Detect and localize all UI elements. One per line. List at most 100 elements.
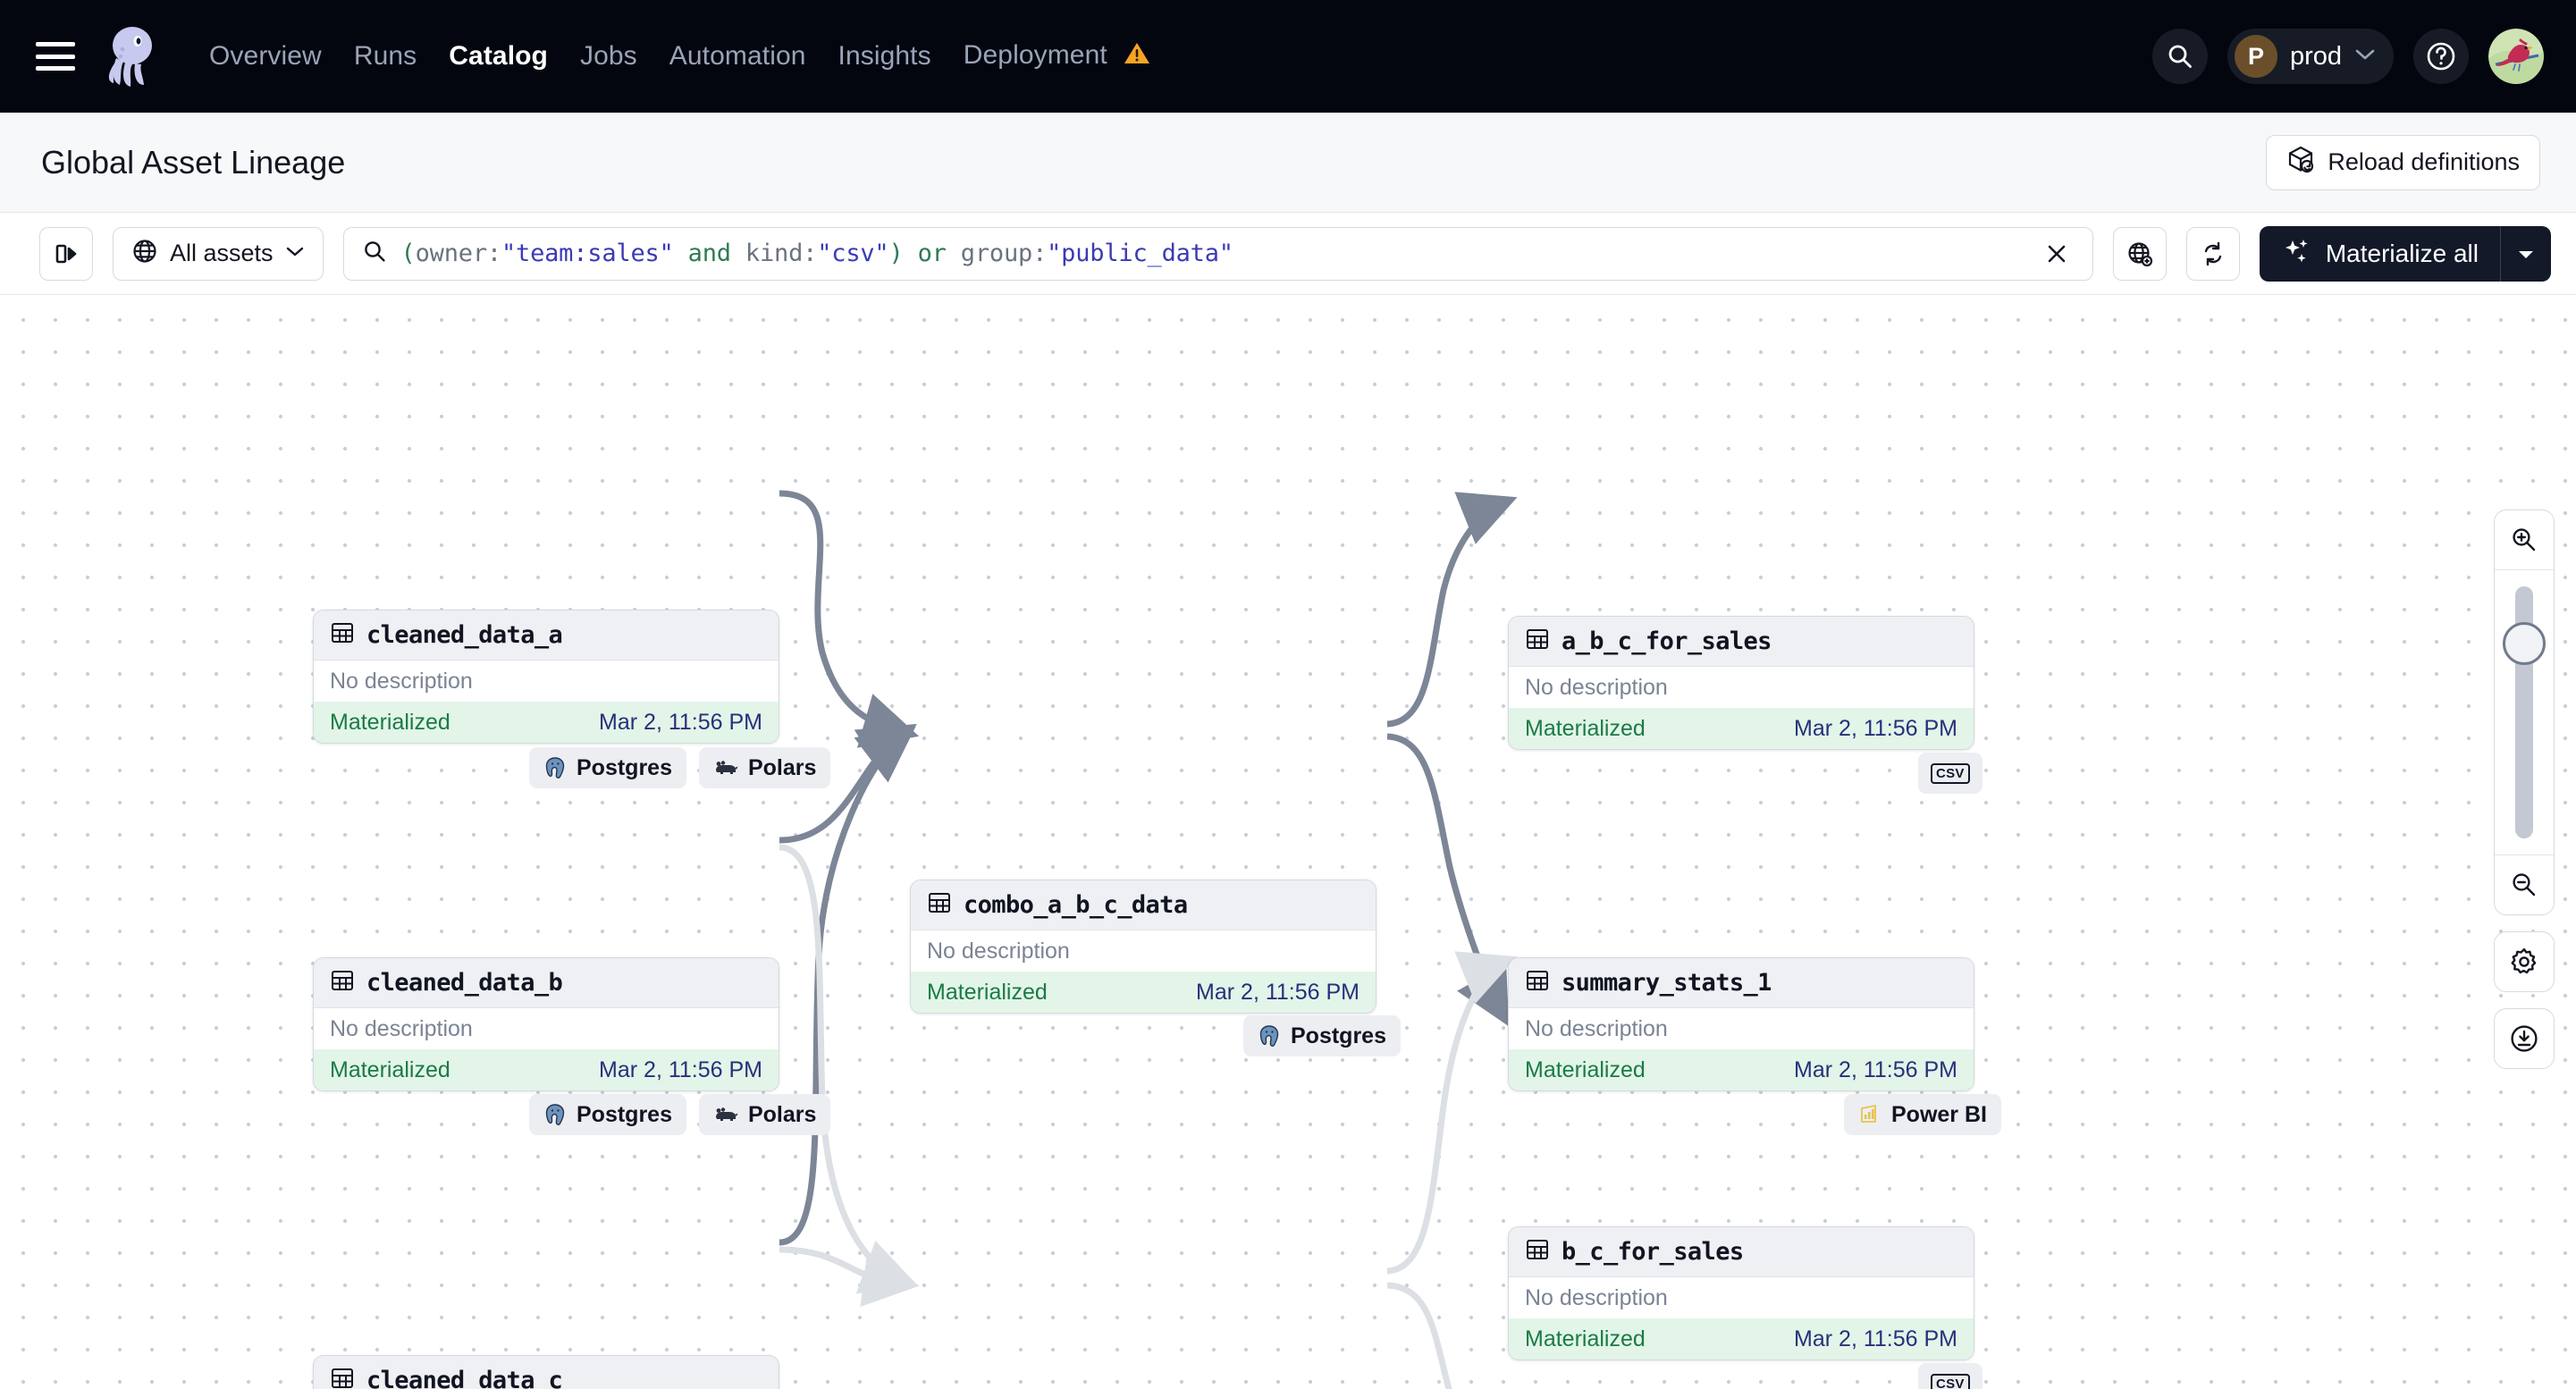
asset-node-header: cleaned_data_b	[314, 958, 779, 1008]
asset-node-header: summary_stats_1	[1509, 958, 1974, 1008]
table-grid-icon	[330, 1366, 355, 1389]
reload-definitions-button[interactable]: Reload definitions	[2266, 134, 2540, 190]
nav-link-runs[interactable]: Runs	[353, 41, 417, 71]
lineage-canvas[interactable]: cleaned_data_a No description Materializ…	[0, 295, 2576, 1389]
materialize-all-main[interactable]: Materialize all	[2260, 226, 2500, 282]
tag-csv[interactable]: CSV	[1918, 1363, 1983, 1389]
close-x-icon[interactable]	[2037, 234, 2076, 274]
lineage-toolbar: All assets (owner:"team:sales" and kind:…	[0, 213, 2576, 295]
search-icon	[362, 239, 387, 268]
status-badge: Materialized	[1525, 1056, 1646, 1082]
asset-node-description: No description	[314, 661, 779, 702]
asset-scope-selector[interactable]: All assets	[113, 226, 324, 281]
status-badge: Materialized	[330, 709, 450, 735]
zoom-slider[interactable]	[2495, 570, 2554, 854]
warning-triangle-icon	[1124, 41, 1150, 72]
query-token-12: "public_data"	[1047, 240, 1233, 267]
tag-label: Postgres	[1291, 1023, 1386, 1048]
asset-node-status: Materialized Mar 2, 11:56 PM	[1509, 1049, 1974, 1090]
help-circle-icon[interactable]	[2413, 29, 2469, 84]
deployment-selector[interactable]: P prod	[2227, 29, 2394, 84]
zoom-in-icon[interactable]	[2495, 510, 2554, 569]
primary-nav-links: Overview Runs Catalog Jobs Automation In…	[193, 31, 1166, 81]
tag-postgres[interactable]: Postgres	[529, 1094, 686, 1135]
chevron-down-icon	[285, 245, 305, 262]
nav-link-overview[interactable]: Overview	[209, 41, 322, 71]
table-grid-icon	[330, 968, 355, 998]
zoom-divider-top	[2495, 569, 2554, 570]
deployment-avatar: P	[2234, 35, 2277, 78]
tag-label: Power BI	[1891, 1101, 1987, 1127]
query-token-11: :	[1032, 240, 1048, 267]
asset-node-summary_stats_1[interactable]: summary_stats_1 No description Materiali…	[1508, 957, 1974, 1091]
status-timestamp: Mar 2, 11:56 PM	[1794, 715, 1957, 741]
asset-node-header: a_b_c_for_sales	[1509, 617, 1974, 667]
asset-node-cleaned_data_a[interactable]: cleaned_data_a No description Materializ…	[313, 610, 779, 744]
nav-link-jobs[interactable]: Jobs	[579, 41, 637, 71]
globe-add-icon[interactable]	[2112, 226, 2167, 281]
asset-node-title: combo_a_b_c_data	[964, 891, 1188, 919]
nav-link-deployment[interactable]: Deployment	[947, 31, 1167, 81]
search-icon[interactable]	[2151, 29, 2208, 84]
asset-node-description: No description	[1509, 1277, 1974, 1318]
asset-node-a_b_c_for_sales[interactable]: a_b_c_for_sales No description Materiali…	[1508, 616, 1974, 750]
zoom-out-icon[interactable]	[2495, 855, 2554, 914]
tag-polars[interactable]: Polars	[698, 1094, 831, 1135]
table-grid-icon	[1525, 627, 1550, 656]
asset-node-title: cleaned_data_c	[366, 1367, 563, 1389]
asset-node-title: summary_stats_1	[1562, 969, 1772, 997]
asset-search-query[interactable]: (owner:"team:sales" and kind:"csv") or g…	[401, 240, 2023, 267]
tag-csv[interactable]: CSV	[1918, 753, 1983, 794]
asset-node-cleaned_data_c[interactable]: cleaned_data_c No description Materializ…	[313, 1355, 779, 1389]
globe-icon	[131, 238, 158, 269]
query-token-9: or	[903, 240, 961, 267]
query-token-5: kind	[745, 240, 804, 267]
powerbi-icon	[1861, 1105, 1876, 1123]
nav-link-insights[interactable]: Insights	[838, 41, 931, 71]
asset-node-status: Materialized Mar 2, 11:56 PM	[1509, 1318, 1974, 1360]
query-token-8: )	[888, 240, 904, 267]
download-circle-icon[interactable]	[2494, 1008, 2555, 1069]
postgres-elephant-icon	[545, 1104, 565, 1125]
gear-icon[interactable]	[2494, 931, 2555, 992]
expand-panel-icon[interactable]	[39, 226, 93, 281]
nav-link-automation[interactable]: Automation	[669, 41, 806, 71]
asset-node-status: Materialized Mar 2, 11:56 PM	[911, 972, 1376, 1013]
nav-right-cluster: P prod	[2151, 29, 2544, 84]
asset-node-cleaned_data_b[interactable]: cleaned_data_b No description Materializ…	[313, 957, 779, 1091]
query-token-3: "team:sales"	[501, 240, 674, 267]
asset-node-tags-cleaned_data_b: Postgres Polars	[529, 1094, 831, 1135]
asset-node-description: No description	[911, 930, 1376, 972]
user-avatar[interactable]	[2488, 29, 2544, 84]
tag-powerbi[interactable]: Power BI	[1844, 1094, 2001, 1135]
asset-search-box[interactable]: (owner:"team:sales" and kind:"csv") or g…	[342, 226, 2093, 281]
asset-node-b_c_for_sales[interactable]: b_c_for_sales No description Materialize…	[1508, 1226, 1974, 1360]
caret-down-icon[interactable]	[2501, 226, 2551, 282]
status-badge: Materialized	[330, 1056, 450, 1082]
table-grid-icon	[1525, 1237, 1550, 1267]
asset-node-tags-a_b_c_for_sales: CSV	[1918, 753, 1983, 794]
asset-node-title: cleaned_data_b	[366, 969, 563, 997]
asset-node-header: b_c_for_sales	[1509, 1227, 1974, 1277]
tag-postgres[interactable]: Postgres	[529, 747, 686, 788]
hamburger-menu-icon[interactable]	[36, 42, 75, 71]
nav-link-catalog[interactable]: Catalog	[449, 41, 548, 71]
asset-node-tags-cleaned_data_a: Postgres Polars	[529, 747, 831, 788]
tag-label: Postgres	[577, 754, 672, 780]
asset-node-combo_a_b_c_data[interactable]: combo_a_b_c_data No description Material…	[910, 880, 1376, 1014]
materialize-all-button[interactable]: Materialize all	[2259, 225, 2551, 282]
refresh-icon[interactable]	[2185, 226, 2240, 281]
asset-node-description: No description	[1509, 667, 1974, 708]
tag-postgres[interactable]: Postgres	[1243, 1015, 1401, 1056]
query-token-1: owner	[415, 240, 487, 267]
materialize-all-label: Materialize all	[2325, 239, 2479, 267]
asset-node-status: Materialized Mar 2, 11:56 PM	[314, 702, 779, 743]
query-token-4: and	[673, 240, 745, 267]
asset-node-description: No description	[1509, 1008, 1974, 1049]
status-timestamp: Mar 2, 11:56 PM	[599, 709, 762, 735]
dagster-logo[interactable]	[98, 22, 166, 90]
asset-node-title: cleaned_data_a	[366, 621, 563, 649]
zoom-slider-thumb[interactable]	[2503, 622, 2546, 665]
tag-polars[interactable]: Polars	[698, 747, 831, 788]
polars-bear-icon	[715, 1107, 738, 1121]
